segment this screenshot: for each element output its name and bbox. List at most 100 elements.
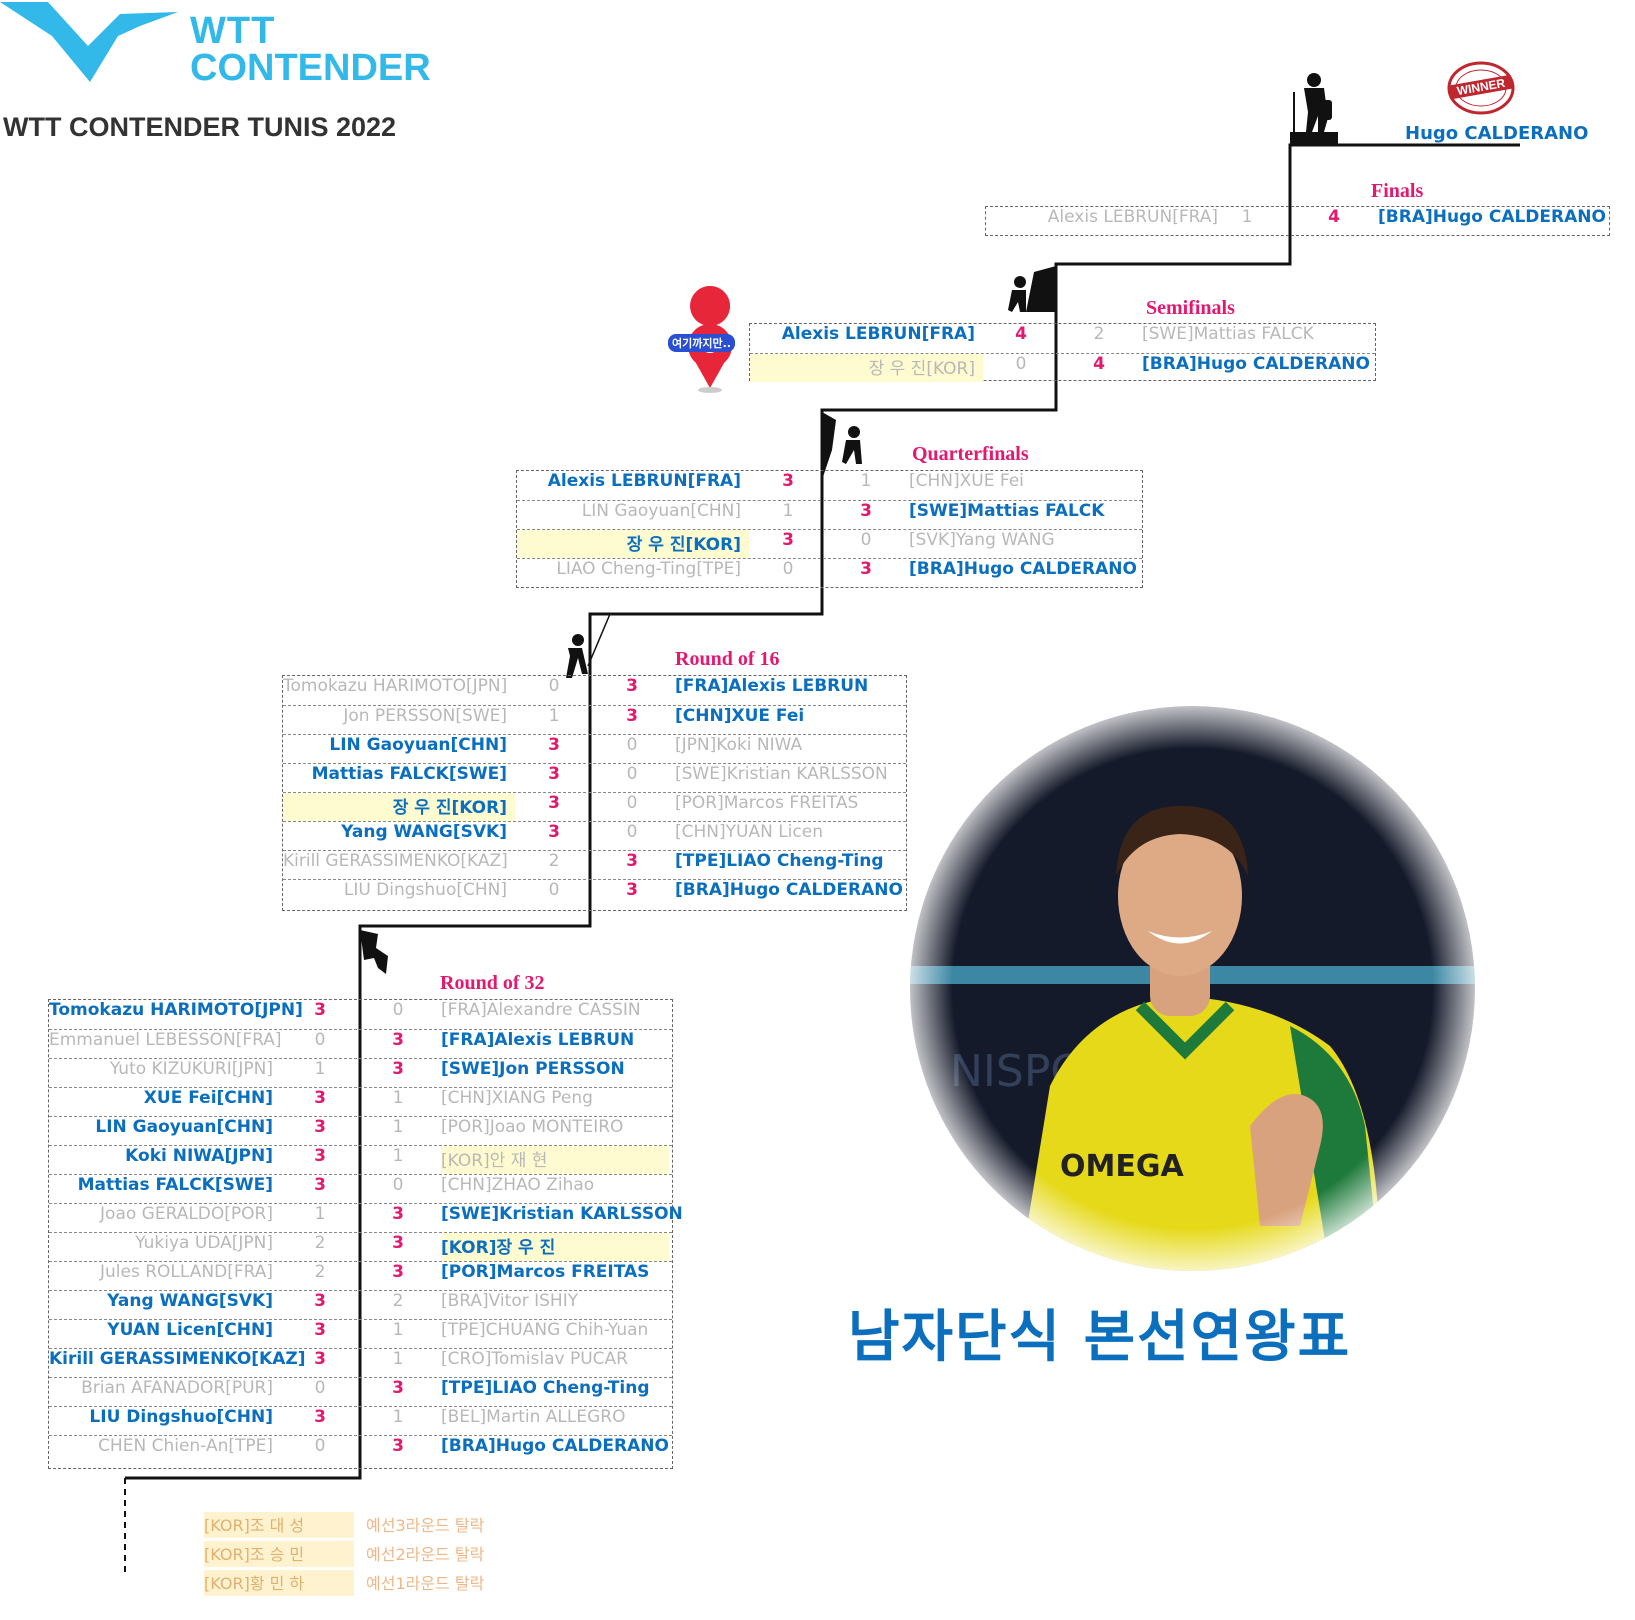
player-left: Yang WANG[SVK]	[341, 822, 507, 842]
qualifier-name: [KOR]조 대 성	[204, 1512, 354, 1538]
player-right: [SWE]Kristian KARLSSON	[675, 764, 888, 784]
wtt-logo-mark-icon	[0, 2, 178, 82]
score-right: 3	[860, 501, 872, 521]
round-title-quarterfinals: Quarterfinals	[912, 443, 1029, 465]
score-right: 3	[860, 559, 872, 579]
photo-vignette	[900, 696, 1485, 1281]
player-right: [TPE]CHUANG Chih-Yuan	[441, 1320, 649, 1340]
score-left: 3	[782, 530, 794, 550]
player-left: Jon PERSSON[SWE]	[343, 706, 507, 726]
player-right: [BRA]Hugo CALDERANO	[1142, 354, 1370, 374]
round-title-round-of-32: Round of 32	[440, 972, 545, 994]
score-right: 2	[392, 1291, 404, 1311]
score-right: 0	[626, 793, 638, 813]
score-left: 0	[314, 1030, 326, 1050]
score-right: 3	[626, 880, 638, 900]
climber-silhouette-icon	[360, 930, 388, 974]
score-left: 3	[314, 1000, 326, 1020]
score-right: 0	[392, 1000, 404, 1020]
score-right: 4	[1093, 354, 1105, 374]
climber-silhouette-icon	[1008, 266, 1056, 312]
score-right: 3	[392, 1436, 404, 1456]
player-left: CHEN Chien-An[TPE]	[98, 1436, 273, 1456]
player-right: [FRA]Alexis LEBRUN	[441, 1030, 635, 1050]
score-left: 1	[314, 1204, 326, 1224]
player-right: [BRA]Hugo CALDERANO	[1378, 207, 1606, 227]
score-left: 3	[314, 1320, 326, 1340]
player-right: [SVK]Yang WANG	[909, 530, 1055, 550]
score-right: 3	[392, 1262, 404, 1282]
player-right: [KOR]장 우 진	[441, 1233, 669, 1261]
score-left: 1	[314, 1059, 326, 1079]
score-left: 2	[314, 1262, 326, 1282]
score-right: 3	[392, 1204, 404, 1224]
player-left: YUAN Licen[CHN]	[107, 1320, 273, 1340]
score-left: 1	[782, 501, 794, 521]
score-left: 3	[314, 1349, 326, 1369]
score-right: 1	[392, 1349, 404, 1369]
event-title: WTT CONTENDER TUNIS 2022	[3, 112, 397, 142]
bracket-korean-title: 남자단식 본선연왕표	[848, 1305, 1352, 1370]
score-right: 0	[626, 735, 638, 755]
score-right: 3	[626, 706, 638, 726]
round-title-semifinals: Semifinals	[1146, 297, 1235, 319]
player-left: Emmanuel LEBESSON[FRA]	[49, 1030, 282, 1050]
player-right: [CHN]XIANG Peng	[441, 1088, 593, 1108]
player-right: [BRA]Hugo CALDERANO	[675, 880, 903, 900]
player-left: 장 우 진[KOR]	[750, 354, 983, 382]
player-left: Kirill GERASSIMENKO[KAZ]	[283, 851, 508, 871]
player-left: 장 우 진[KOR]	[517, 530, 749, 558]
player-right: [CHN]XUE Fei	[909, 471, 1024, 491]
logo-text-wtt: WTT	[190, 10, 276, 52]
player-right: [SWE]Mattias FALCK	[909, 501, 1105, 521]
climber-silhouette-icon	[822, 412, 862, 480]
champion-name: Hugo CALDERANO	[1405, 123, 1589, 144]
player-right: [CHN]YUAN Licen	[675, 822, 823, 842]
wtt-logo: WTT CONTENDER WTT CONTENDER TUNIS 2022	[0, 0, 440, 150]
score-left: 1	[548, 706, 560, 726]
player-left: Joao GERALDO[POR]	[100, 1204, 273, 1224]
player-left: Yukiya UDA[JPN]	[135, 1233, 273, 1253]
score-left: 1	[1241, 207, 1253, 227]
qualifier-name: [KOR]조 승 민	[204, 1541, 354, 1567]
score-right: 3	[392, 1030, 404, 1050]
player-left: 장 우 진[KOR]	[283, 793, 515, 821]
player-left: Brian AFANADOR[PUR]	[81, 1378, 273, 1398]
player-left: Mattias FALCK[SWE]	[311, 764, 507, 784]
player-right: [SWE]Jon PERSSON	[441, 1059, 625, 1079]
score-left: 3	[314, 1291, 326, 1311]
player-left: LIN Gaoyuan[CHN]	[95, 1117, 273, 1137]
score-right: 0	[626, 764, 638, 784]
player-right: [CHN]ZHAO Zihao	[441, 1175, 595, 1195]
player-right: [JPN]Koki NIWA	[675, 735, 803, 755]
score-right: 1	[392, 1117, 404, 1137]
player-right: [BEL]Martin ALLEGRO	[441, 1407, 626, 1427]
player-left: LIU Dingshuo[CHN]	[89, 1407, 273, 1427]
score-left: 3	[314, 1088, 326, 1108]
score-left: 3	[548, 822, 560, 842]
score-left: 3	[548, 735, 560, 755]
score-left: 0	[782, 559, 794, 579]
round-title-round-of-16: Round of 16	[675, 648, 780, 670]
score-right: 3	[626, 676, 638, 696]
player-left: Alexis LEBRUN[FRA]	[547, 471, 741, 491]
score-right: 4	[1328, 207, 1340, 227]
